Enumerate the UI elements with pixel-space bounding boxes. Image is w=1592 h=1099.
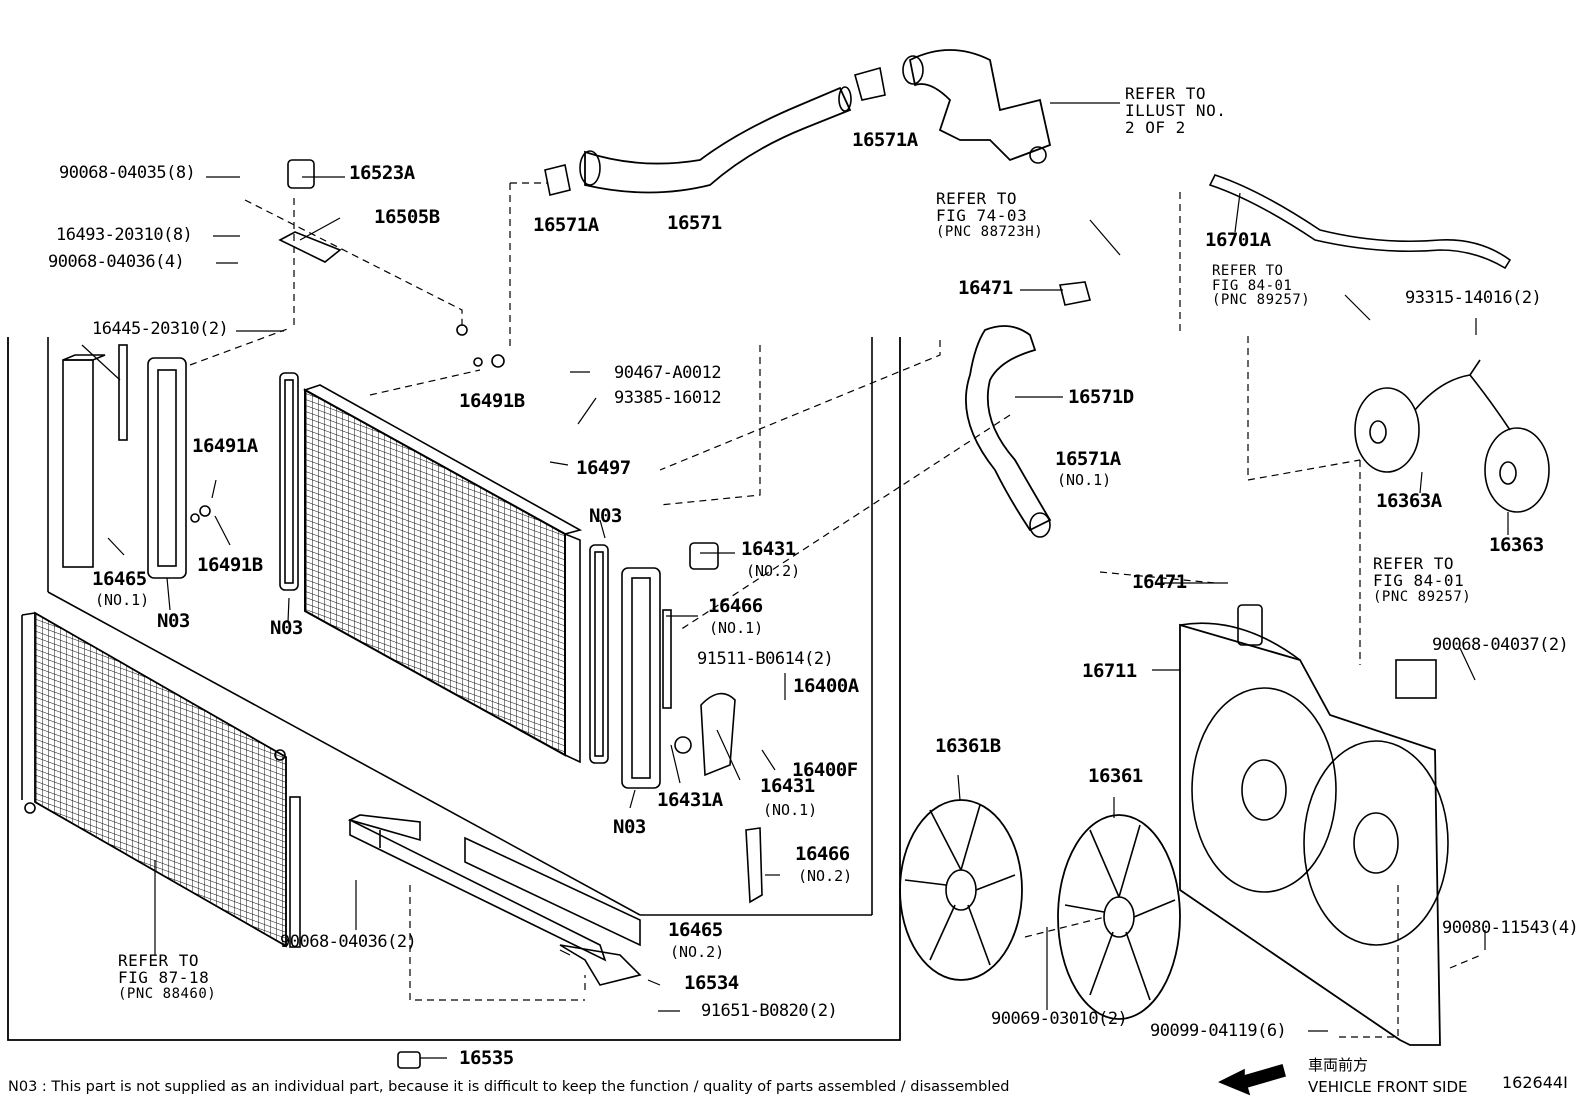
part-label-90068-04036-2[interactable]: 90068-04036(2)	[280, 932, 417, 952]
fan-shroud	[1179, 604, 1449, 1046]
assembly-lines	[189, 182, 1482, 1038]
part-label-16471-mid[interactable]: 16471	[1132, 571, 1187, 593]
part-label-16400a[interactable]: 16400A	[793, 675, 859, 697]
part-label-16466-no1[interactable]: 16466	[708, 595, 763, 617]
n03-label-a[interactable]: N03	[157, 610, 190, 632]
refer-fig-84-01-note-b[interactable]: REFER TO FIG 84-01 (PNC 89257)	[1373, 554, 1472, 605]
radiator-group-frame	[7, 337, 901, 1041]
condenser	[21, 611, 301, 948]
part-label-16465-no2-sub: (NO.2)	[670, 943, 725, 961]
part-label-16361[interactable]: 16361	[1088, 765, 1143, 787]
refer-fig-87-18-note[interactable]: REFER TO FIG 87-18 (PNC 88460)	[118, 951, 217, 1002]
part-label-16571a-top[interactable]: 16571A	[852, 129, 918, 151]
part-label-16571[interactable]: 16571	[667, 212, 722, 234]
n03-label-c[interactable]: N03	[589, 505, 622, 527]
part-label-91651-b0820[interactable]: 91651-B0820(2)	[701, 1001, 838, 1021]
part-label-90467-a0012[interactable]: 90467-A0012	[614, 363, 722, 383]
part-label-16431-no1-sub: (NO.1)	[763, 801, 818, 819]
part-label-16465-no1[interactable]: 16465	[92, 568, 147, 590]
refer-fig-84-01b-line3: (PNC 89257)	[1373, 588, 1472, 605]
part-label-16571a-left[interactable]: 16571A	[533, 214, 599, 236]
refer-fig-84-01a-line3: (PNC 89257)	[1212, 292, 1311, 309]
part-label-16491a[interactable]: 16491A	[192, 435, 258, 457]
part-label-16466-no2[interactable]: 16466	[795, 843, 850, 865]
n03-label-d[interactable]: N03	[613, 816, 646, 838]
part-label-16431-no2[interactable]: 16431	[741, 538, 796, 560]
part-label-90080-11543[interactable]: 90080-11543(4)	[1442, 918, 1579, 938]
part-label-16466-no1-sub: (NO.1)	[709, 619, 764, 637]
part-label-16445-20310[interactable]: 16445-20310(2)	[92, 319, 229, 339]
refer-fig-84-01a-line1: REFER TO	[1212, 263, 1284, 279]
part-label-90068-04036-4[interactable]: 90068-04036(4)	[48, 252, 185, 272]
refer-fig-87-18-line2: FIG 87-18	[118, 967, 210, 987]
part-label-93315-14016[interactable]: 93315-14016(2)	[1405, 288, 1542, 308]
part-label-16431-no2-sub: (NO.2)	[746, 562, 801, 580]
part-label-16505b[interactable]: 16505B	[374, 206, 440, 228]
n03-footnote: N03 : This part is not supplied as an in…	[8, 1079, 1010, 1095]
lower-radiator-hose	[965, 174, 1512, 538]
part-label-16571a-right[interactable]: 16571A	[1055, 448, 1121, 470]
part-label-16497[interactable]: 16497	[576, 457, 631, 479]
radiator-left-tank	[62, 344, 299, 591]
refer-illust-note[interactable]: REFER TO ILLUST NO. 2 OF 2	[1125, 84, 1227, 137]
part-label-16361b[interactable]: 16361B	[935, 735, 1001, 757]
n03-label-b[interactable]: N03	[270, 617, 303, 639]
hardware-parts	[190, 159, 1437, 1069]
cooling-fans	[899, 799, 1181, 1020]
refer-illust-line1: REFER TO	[1125, 84, 1207, 103]
part-label-16466-no2-sub: (NO.2)	[798, 867, 853, 885]
part-label-90099-04119[interactable]: 90099-04119(6)	[1150, 1021, 1287, 1041]
refer-fig-84-01b-line1: REFER TO	[1373, 554, 1455, 573]
vehicle-front-arrow	[1218, 1064, 1286, 1096]
part-label-16465-no2[interactable]: 16465	[668, 919, 723, 941]
refer-fig-74-03-line1: REFER TO	[936, 189, 1018, 208]
refer-fig-74-03-line3: (PNC 88723H)	[936, 223, 1044, 240]
part-label-16571d[interactable]: 16571D	[1068, 386, 1134, 408]
part-label-16431-no1[interactable]: 16431	[760, 775, 815, 797]
part-label-16400f[interactable]: 16400F	[792, 759, 858, 781]
part-label-16363a[interactable]: 16363A	[1376, 490, 1442, 512]
refer-illust-line2: ILLUST NO.	[1125, 100, 1227, 120]
part-label-16363[interactable]: 16363	[1489, 534, 1544, 556]
fan-motors	[1354, 359, 1550, 513]
refer-fig-84-01b-line2: FIG 84-01	[1373, 570, 1465, 590]
part-label-16491b-mid[interactable]: 16491B	[197, 554, 263, 576]
part-label-16465-no1-sub: (NO.1)	[95, 591, 150, 609]
vehicle-front-jp-label: 車両前方	[1308, 1056, 1369, 1074]
vehicle-front-label: VEHICLE FRONT SIDE	[1308, 1078, 1468, 1096]
part-label-90068-04037[interactable]: 90068-04037(2)	[1432, 635, 1569, 655]
part-label-16431a[interactable]: 16431A	[657, 789, 723, 811]
refer-fig-87-18-line1: REFER TO	[118, 951, 200, 970]
radiator-core	[303, 384, 583, 764]
refer-fig-87-18-line3: (PNC 88460)	[118, 985, 217, 1002]
part-label-16493-20310[interactable]: 16493-20310(8)	[56, 225, 193, 245]
part-label-16711[interactable]: 16711	[1082, 660, 1137, 682]
refer-illust-line3: 2 OF 2	[1125, 117, 1186, 137]
part-label-93385-16012[interactable]: 93385-16012	[614, 388, 722, 408]
radiator-lower-support	[347, 814, 642, 986]
part-label-16471-top[interactable]: 16471	[958, 277, 1013, 299]
refer-fig-84-01a-line2: FIG 84-01	[1212, 277, 1293, 294]
illustration-id: 162644I	[1502, 1073, 1568, 1092]
part-label-16701a[interactable]: 16701A	[1205, 229, 1271, 251]
part-label-16534[interactable]: 16534	[684, 972, 739, 994]
upper-radiator-hose	[544, 66, 886, 196]
part-label-16491b-top[interactable]: 16491B	[459, 390, 525, 412]
part-label-16571a-right-sub: (NO.1)	[1057, 471, 1112, 489]
part-label-16523a[interactable]: 16523A	[349, 162, 415, 184]
refer-fig-84-01-note-a[interactable]: REFER TO FIG 84-01 (PNC 89257)	[1212, 264, 1310, 308]
water-inlet-housing	[902, 49, 1052, 164]
part-label-90069-03010[interactable]: 90069-03010(2)	[991, 1009, 1128, 1029]
refer-fig-74-03-note[interactable]: REFER TO FIG 74-03 (PNC 88723H)	[936, 189, 1044, 240]
part-label-90068-04035[interactable]: 90068-04035(8)	[59, 163, 196, 183]
refer-fig-74-03-line2: FIG 74-03	[936, 205, 1028, 225]
part-label-16535[interactable]: 16535	[459, 1047, 514, 1069]
leader-lines	[81, 102, 1509, 1059]
radiator-right-tank	[589, 544, 763, 904]
part-label-91511-b0614[interactable]: 91511-B0614(2)	[697, 649, 834, 669]
